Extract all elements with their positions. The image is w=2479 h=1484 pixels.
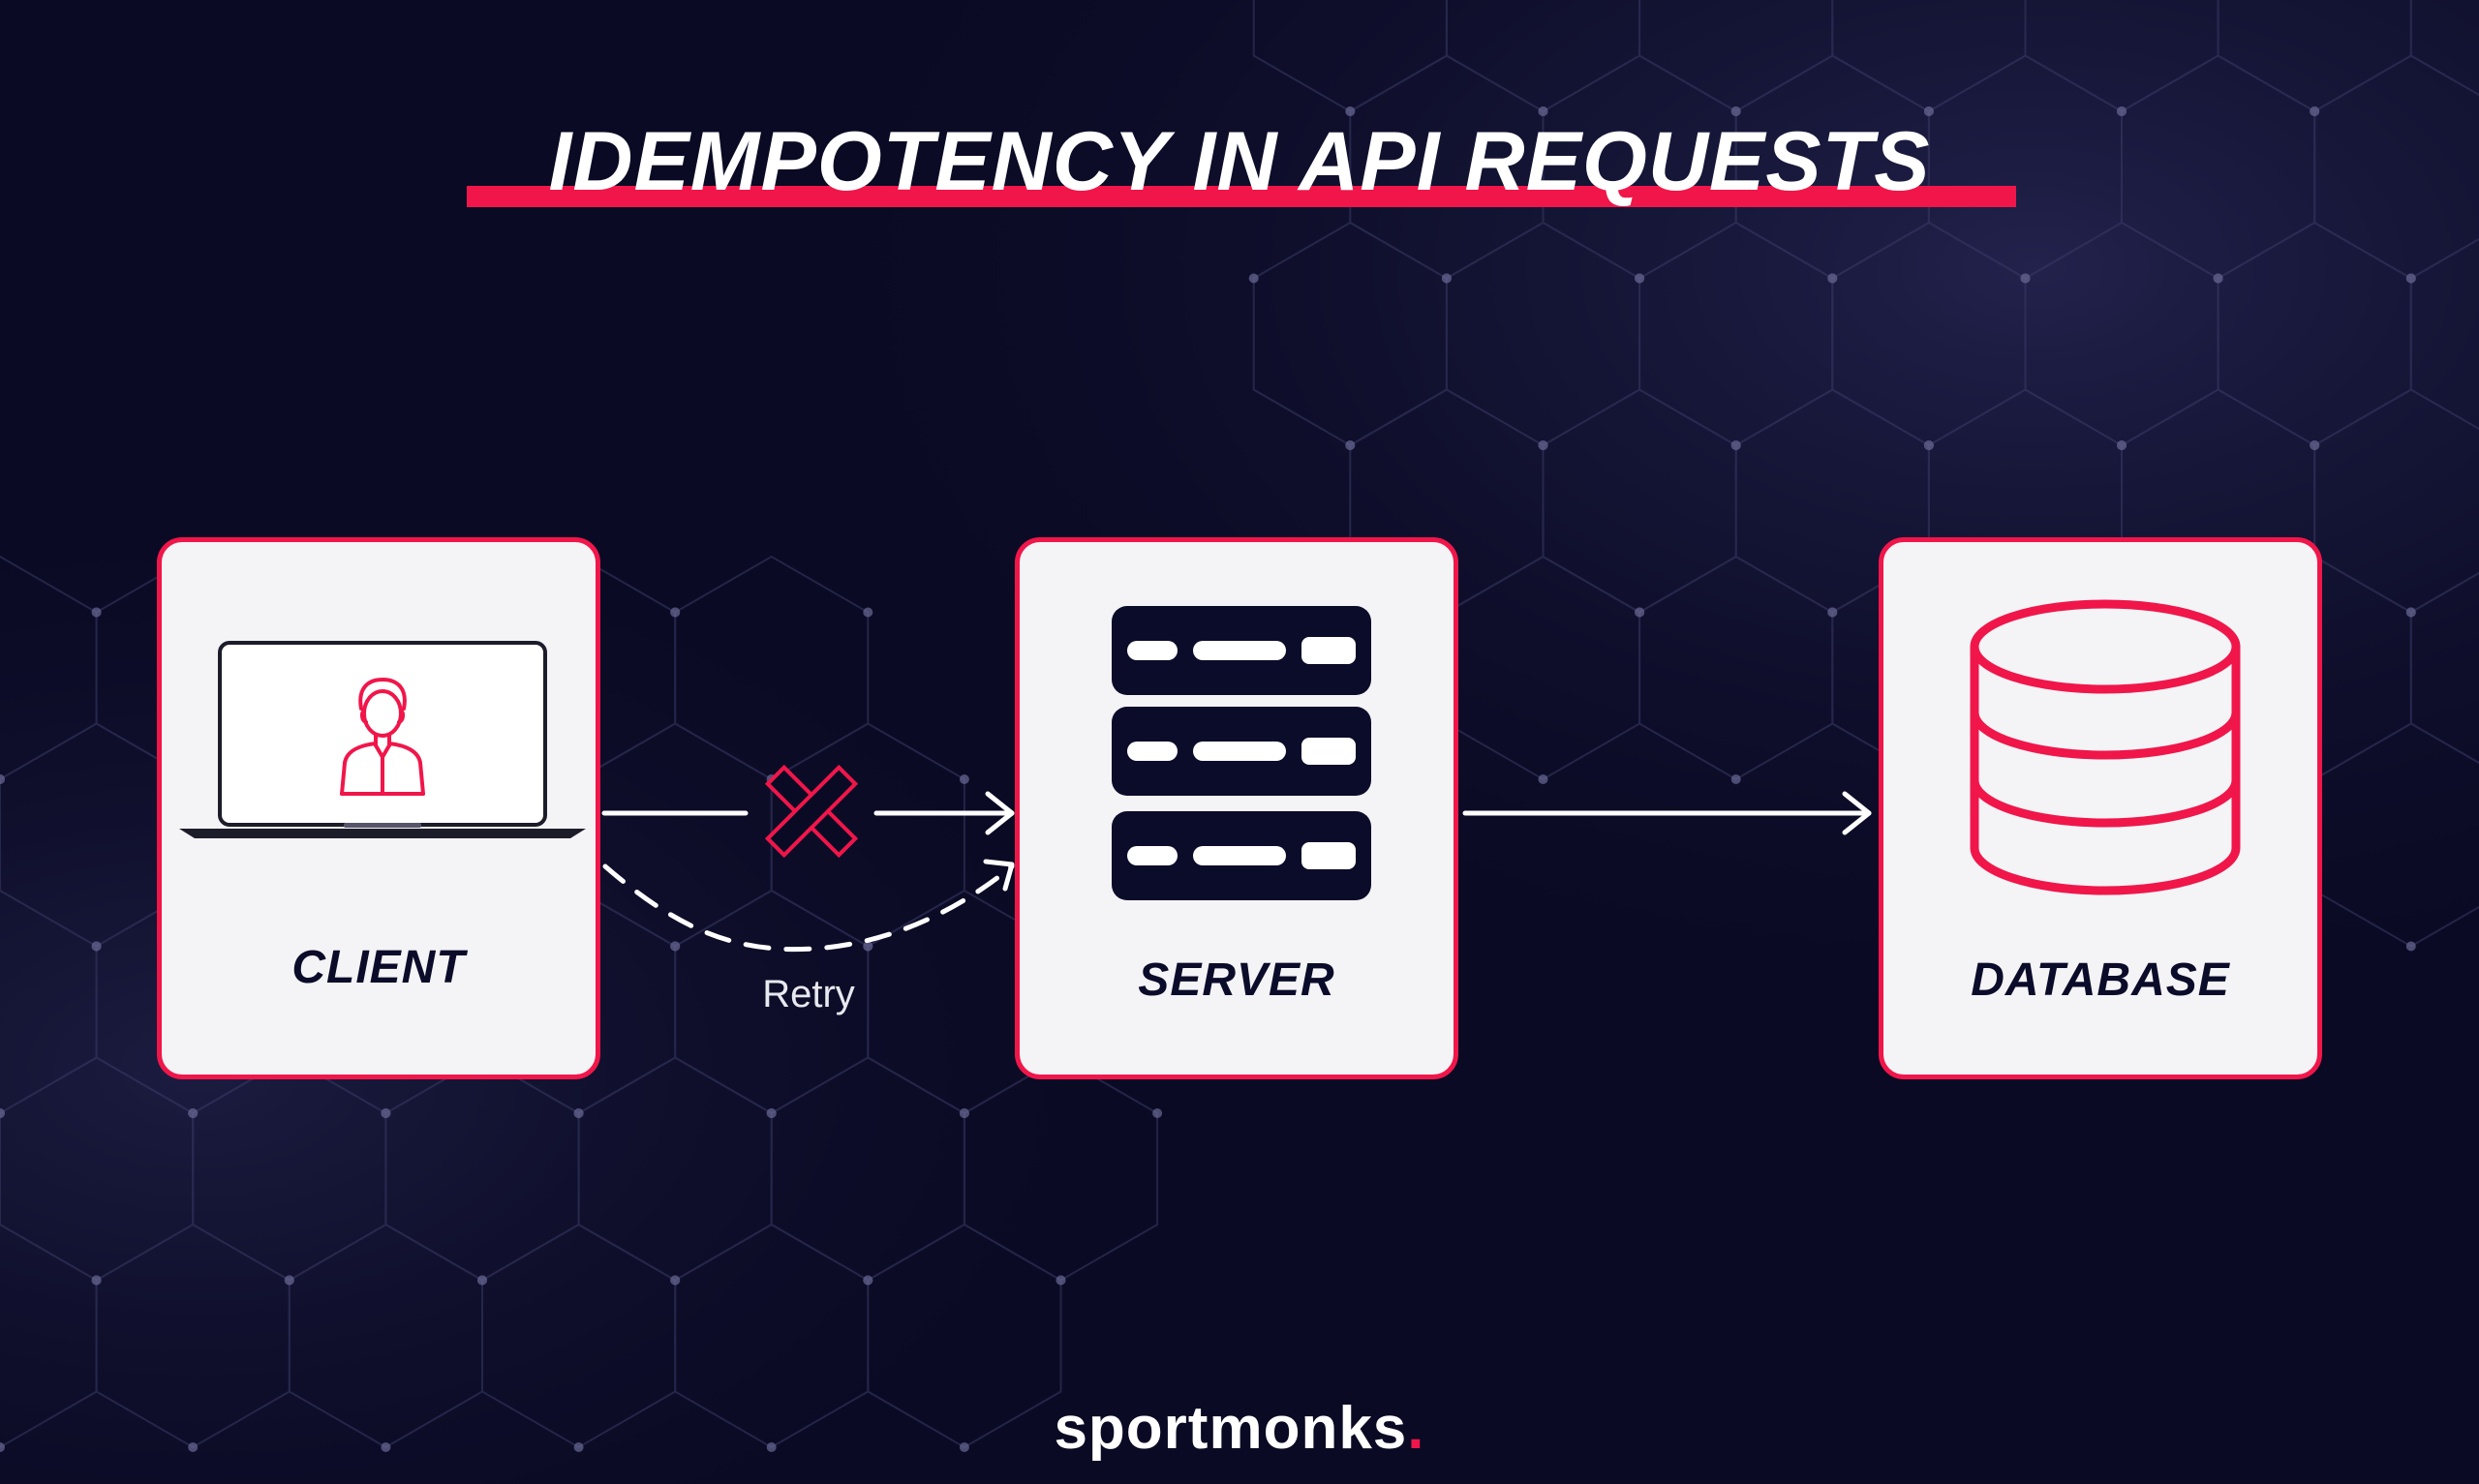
network-node-dot xyxy=(1635,607,1645,618)
network-node-dot xyxy=(0,1108,5,1118)
network-node-dot xyxy=(766,1108,777,1118)
network-node-dot xyxy=(2310,440,2320,450)
network-node-dot xyxy=(91,607,102,618)
network-node-dot xyxy=(573,1442,584,1452)
retry-label: Retry xyxy=(762,973,855,1015)
network-node-dot xyxy=(1827,273,1838,284)
network-node-dot xyxy=(2020,273,2031,284)
network-node-dot xyxy=(1441,273,1452,284)
brand-dot: . xyxy=(1407,1395,1425,1462)
network-node-dot xyxy=(91,941,102,952)
network-node-dot xyxy=(2405,607,2416,618)
network-node-dot xyxy=(959,774,969,784)
network-node-dot xyxy=(1730,440,1741,450)
database-icon xyxy=(1970,599,2241,895)
network-node-dot xyxy=(477,1275,487,1286)
network-node-dot xyxy=(1538,774,1548,784)
network-node-dot xyxy=(91,1275,102,1286)
sportmonks-logo: sportmonks. xyxy=(1026,1394,1453,1463)
network-node-dot xyxy=(1730,774,1741,784)
server-card: SERVER xyxy=(1015,537,1458,1079)
client-label: CLIENT xyxy=(291,942,466,993)
network-node-dot xyxy=(863,1275,873,1286)
network-node-dot xyxy=(1923,106,1934,116)
network-node-dot xyxy=(2405,941,2416,952)
network-node-dot xyxy=(188,1108,199,1118)
network-node-dot xyxy=(863,607,873,618)
brand-name: sportmonks xyxy=(1054,1395,1408,1462)
network-node-dot xyxy=(573,1108,584,1118)
network-node-dot xyxy=(670,607,681,618)
network-node-dot xyxy=(0,774,5,784)
network-node-dot xyxy=(2117,106,2127,116)
network-node-dot xyxy=(381,1442,391,1452)
network-node-dot xyxy=(284,1275,294,1286)
client-card: CLIENT xyxy=(157,537,600,1079)
laptop-user-icon xyxy=(179,641,586,838)
network-node-dot xyxy=(2117,440,2127,450)
network-node-dot xyxy=(188,1442,199,1452)
network-node-dot xyxy=(0,1442,5,1452)
page-title: IDEMPOTENCY IN API REQUESTS xyxy=(548,115,1931,208)
network-node-dot xyxy=(1345,106,1356,116)
network-node-dot xyxy=(766,1442,777,1452)
network-node-dot xyxy=(2405,273,2416,284)
network-node-dot xyxy=(1538,440,1548,450)
network-node-dot xyxy=(1827,607,1838,618)
title-block: IDEMPOTENCY IN API REQUESTS xyxy=(465,108,2016,215)
network-node-dot xyxy=(766,774,777,784)
network-node-dot xyxy=(1152,1108,1163,1118)
network-node-dot xyxy=(2213,273,2223,284)
network-node-dot xyxy=(381,1108,391,1118)
network-node-dot xyxy=(959,1442,969,1452)
network-node-dot xyxy=(670,941,681,952)
database-label: DATABASE xyxy=(1971,954,2230,1006)
network-node-dot xyxy=(670,1275,681,1286)
network-node-dot xyxy=(1345,440,1356,450)
server-rack-icon xyxy=(1112,606,1371,900)
network-node-dot xyxy=(959,1108,969,1118)
hexagon-shape xyxy=(867,1223,1062,1449)
network-node-dot xyxy=(1923,440,1934,450)
network-node-dot xyxy=(1730,106,1741,116)
network-node-dot xyxy=(863,941,873,952)
network-node-dot xyxy=(1248,273,1259,284)
network-node-dot xyxy=(1538,106,1548,116)
server-label: SERVER xyxy=(1138,954,1335,1006)
title-underline xyxy=(467,186,2016,207)
network-node-dot xyxy=(1635,273,1645,284)
database-card: DATABASE xyxy=(1879,537,2322,1079)
network-node-dot xyxy=(2310,106,2320,116)
network-node-dot xyxy=(1056,1275,1066,1286)
